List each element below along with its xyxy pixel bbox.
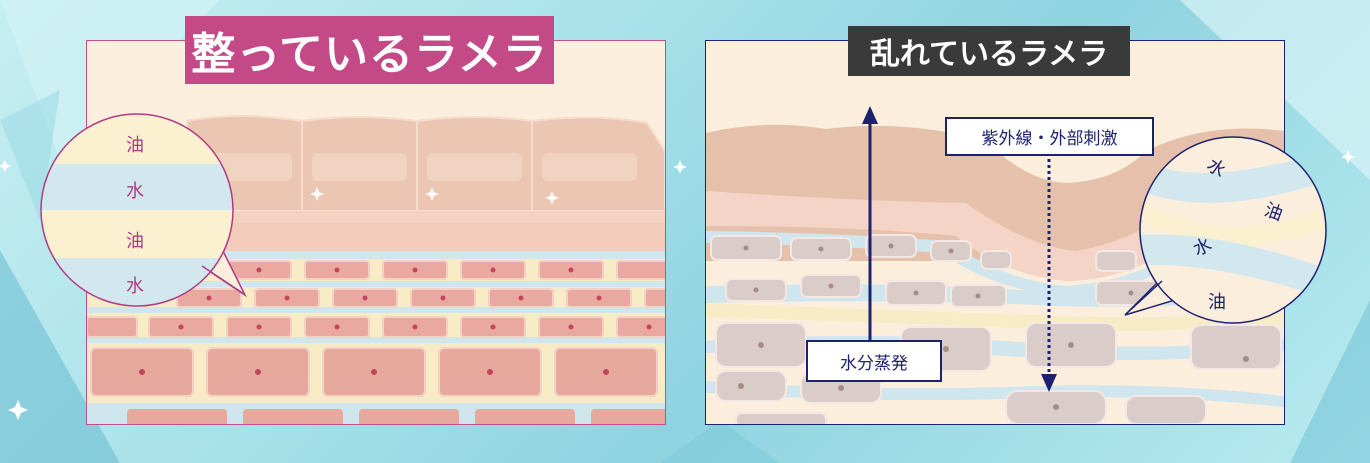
bubble-layer-oil-label: 油 bbox=[1208, 292, 1226, 313]
bubble-layer-water-label: 水 bbox=[126, 276, 144, 297]
organized-lamellar-title: 整っているラメラ bbox=[185, 16, 554, 84]
disordered-lamellar-title: 乱れているラメラ bbox=[848, 26, 1130, 76]
sparkle-icon bbox=[0, 150, 1355, 420]
bubble-layer-oil-label: 油 bbox=[126, 135, 144, 156]
organized-lamellar-panel bbox=[86, 40, 666, 425]
organized-skin-illustration bbox=[87, 41, 665, 424]
uv-stimulus-label: 紫外線・外部刺激 bbox=[945, 117, 1154, 156]
bubble-layer-water-label: 水 bbox=[126, 181, 144, 202]
water-evaporation-label: 水分蒸発 bbox=[806, 340, 942, 382]
bubble-layer-oil-label: 油 bbox=[126, 231, 144, 252]
